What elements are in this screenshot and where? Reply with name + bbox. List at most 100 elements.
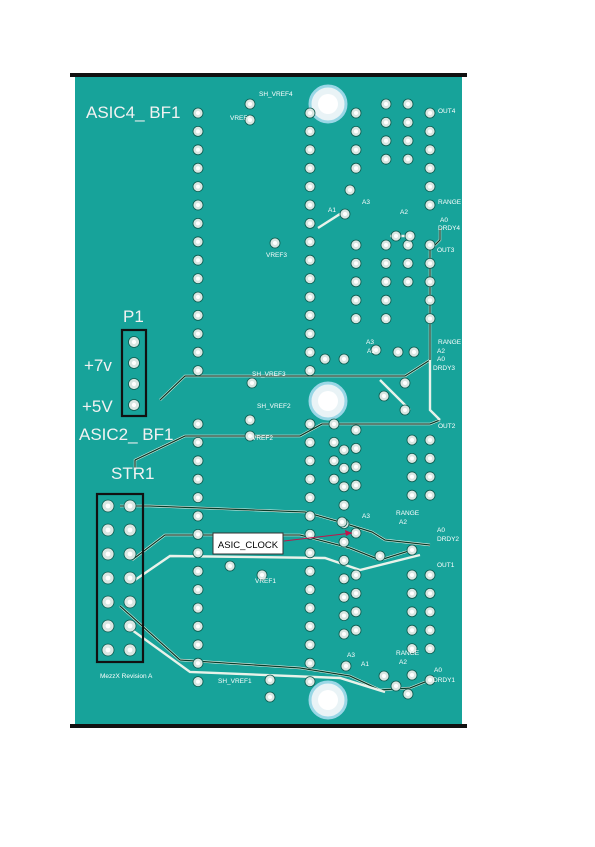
- pad-hole: [384, 298, 388, 303]
- pad: [192, 529, 204, 540]
- pad: [344, 184, 356, 196]
- label-a2-2: A2: [399, 519, 407, 526]
- pad: [340, 660, 352, 672]
- pad-hole: [340, 520, 344, 524]
- pad: [328, 473, 340, 485]
- pad-hole: [127, 503, 133, 509]
- pad: [350, 527, 362, 539]
- pad-hole: [354, 628, 358, 633]
- pad: [224, 560, 236, 572]
- pad-hole: [406, 138, 410, 143]
- pad: [304, 346, 316, 358]
- pad-hole: [196, 184, 200, 189]
- pad: [192, 602, 204, 614]
- pad: [192, 510, 204, 522]
- pad-hole: [196, 166, 200, 171]
- pad: [350, 313, 362, 325]
- pad-hole: [131, 360, 137, 366]
- pad-hole: [428, 678, 432, 682]
- pads-layer: [101, 98, 436, 703]
- pad: [123, 523, 137, 537]
- pad: [304, 492, 316, 504]
- label-range-3: RANGE: [438, 339, 462, 346]
- pad-hole: [428, 628, 432, 633]
- pad: [406, 569, 418, 581]
- label-sh-vref1: SH_VREF1: [218, 678, 252, 685]
- pad: [338, 628, 350, 640]
- pad: [123, 571, 137, 585]
- pad: [304, 621, 316, 632]
- label-vref1: VREF1: [255, 578, 276, 585]
- pad: [304, 584, 316, 595]
- pad-hole: [127, 599, 133, 605]
- pad: [192, 328, 204, 340]
- trace-asic-clock-edge: [131, 534, 413, 561]
- pad: [402, 276, 414, 288]
- pad: [374, 550, 386, 562]
- label-a0-2: A0: [437, 527, 445, 534]
- pad: [402, 688, 414, 700]
- pad: [192, 621, 204, 632]
- pad-hole: [428, 279, 432, 284]
- pad-hole: [196, 147, 200, 152]
- pad-hole: [403, 381, 407, 385]
- pad: [304, 473, 316, 485]
- pad-hole: [308, 587, 312, 592]
- pad: [390, 680, 402, 692]
- pad-hole: [308, 624, 312, 629]
- pad: [350, 107, 362, 119]
- pad: [424, 674, 436, 686]
- pad-hole: [354, 261, 358, 266]
- pad-hole: [332, 477, 336, 482]
- pad: [304, 125, 316, 137]
- pad: [128, 357, 140, 369]
- label-a2-3: A2: [437, 348, 445, 355]
- label-a3-1: A3: [347, 652, 355, 659]
- pad: [338, 499, 350, 511]
- mounting-hole-middle-center: [318, 391, 338, 411]
- pad-hole: [131, 402, 137, 408]
- pad: [380, 239, 392, 251]
- pad-hole: [354, 298, 358, 303]
- pad: [192, 565, 204, 577]
- pad-hole: [406, 102, 410, 106]
- pad: [350, 569, 362, 581]
- pad-hole: [308, 350, 312, 355]
- pad: [424, 181, 436, 193]
- pad: [350, 442, 362, 454]
- pad: [304, 328, 316, 340]
- pad: [339, 208, 351, 220]
- pad-hole: [428, 573, 432, 577]
- pad-hole: [394, 684, 398, 688]
- pad-hole: [396, 350, 400, 354]
- pad-hole: [354, 243, 358, 247]
- pad-hole: [248, 118, 252, 122]
- pad: [123, 643, 137, 657]
- label-asic2: ASIC2_ BF1: [79, 425, 174, 444]
- label-a2-4: A2: [400, 209, 408, 216]
- pad: [350, 125, 362, 137]
- pad-hole: [410, 548, 414, 552]
- pad: [244, 414, 256, 426]
- pad: [424, 162, 436, 174]
- label-vref4: VREF4: [230, 115, 251, 122]
- pad: [424, 434, 436, 446]
- pad-hole: [131, 339, 137, 345]
- mounting-holes: [308, 84, 348, 720]
- pad-hole: [308, 514, 312, 518]
- pad-hole: [308, 550, 312, 555]
- pad-hole: [332, 440, 336, 445]
- pad: [402, 153, 414, 165]
- pad-hole: [410, 456, 414, 461]
- mounting-hole-top-center: [318, 94, 338, 114]
- pad-hole: [308, 532, 312, 537]
- pad-hole: [196, 514, 200, 518]
- pad: [399, 404, 411, 416]
- pad-hole: [308, 295, 312, 299]
- pad: [192, 436, 204, 448]
- pad-hole: [127, 575, 133, 581]
- pad-hole: [342, 466, 346, 471]
- pad: [338, 536, 350, 548]
- pad: [264, 674, 276, 686]
- pad-hole: [308, 569, 312, 574]
